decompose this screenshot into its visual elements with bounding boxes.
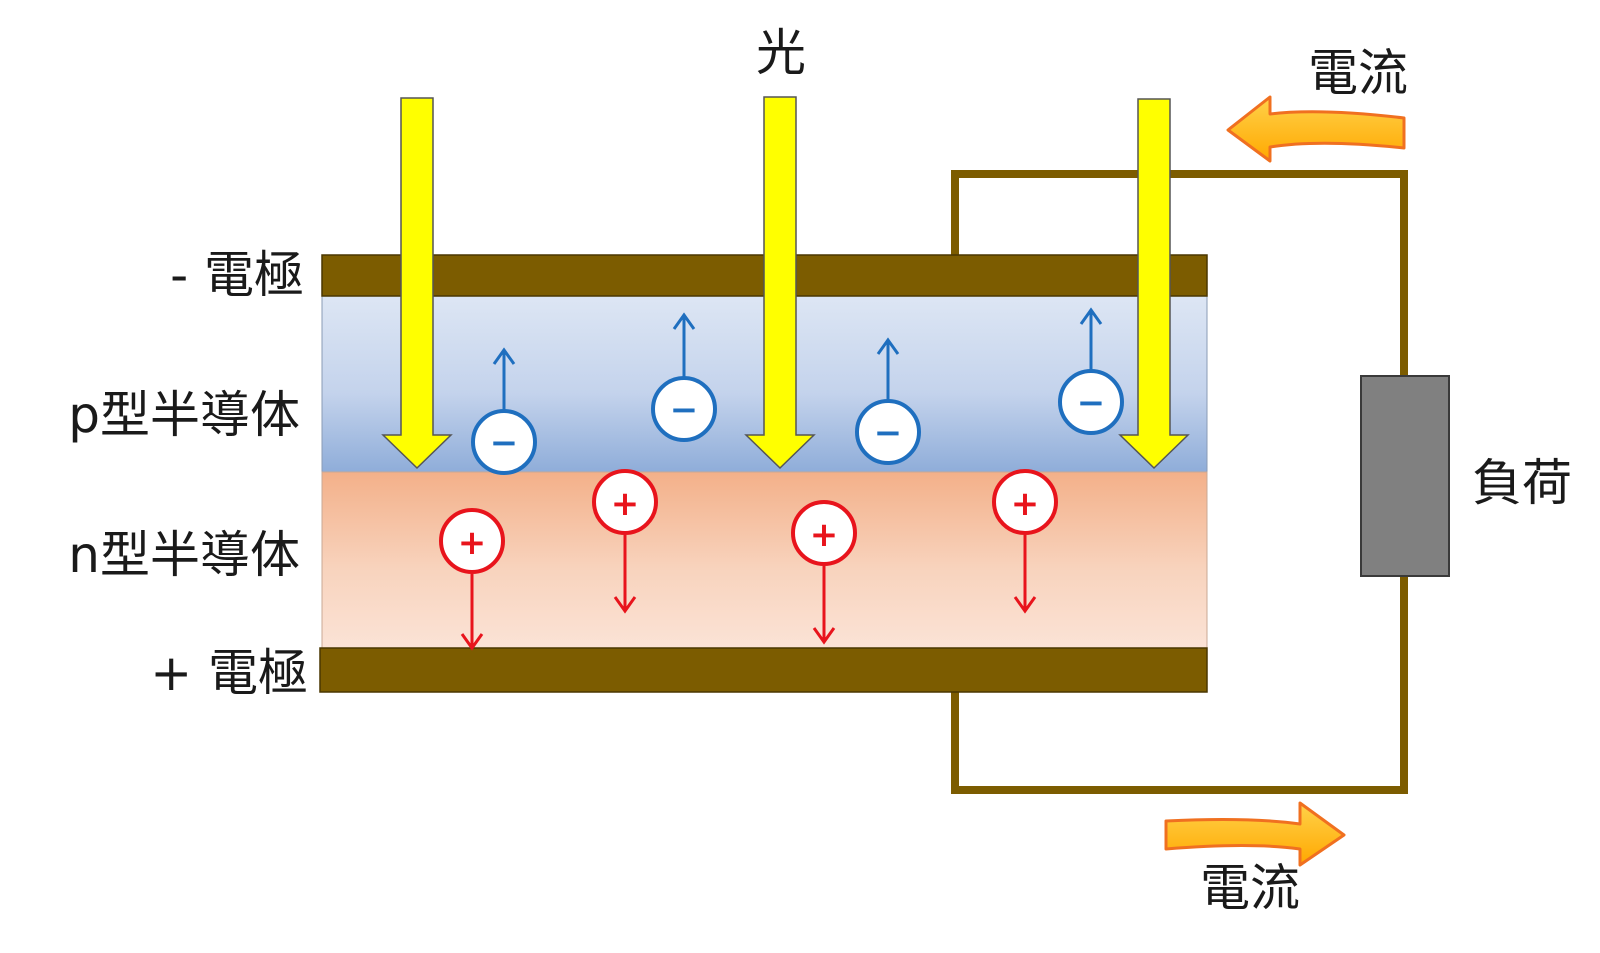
current-label-bottom: 電流 <box>1200 859 1300 917</box>
hole: + <box>791 500 857 645</box>
hole-sign: + <box>611 484 640 524</box>
hole-sign: + <box>1011 484 1040 524</box>
light-label: 光 <box>756 24 806 82</box>
positive-electrode <box>319 647 1208 693</box>
electron-sign: − <box>1077 383 1106 423</box>
p-type-label: p型半導体 <box>68 386 300 444</box>
current-label-top: 電流 <box>1308 44 1408 102</box>
current-arrow-left <box>1226 95 1406 163</box>
electron: − <box>471 347 537 475</box>
positive-electrode-label: + 電極 <box>150 644 308 702</box>
current-arrow-right <box>1164 801 1346 867</box>
hole: + <box>439 508 505 651</box>
light-arrow <box>381 97 453 470</box>
electron-sign: − <box>490 423 519 463</box>
hole: + <box>592 469 658 614</box>
load-box <box>1360 375 1450 577</box>
hole-sign: + <box>458 523 487 563</box>
hole: + <box>992 469 1058 614</box>
hole-sign: + <box>810 515 839 555</box>
load-label: 負荷 <box>1472 454 1572 512</box>
light-arrow <box>744 96 816 470</box>
electron-sign: − <box>874 413 903 453</box>
negative-electrode-label: - 電極 <box>170 246 304 304</box>
electron: − <box>1058 307 1124 435</box>
n-type-label: n型半導体 <box>68 526 300 584</box>
electron: − <box>855 337 921 465</box>
light-arrow <box>1118 98 1190 470</box>
electron-sign: − <box>670 390 699 430</box>
electron: − <box>651 312 717 442</box>
